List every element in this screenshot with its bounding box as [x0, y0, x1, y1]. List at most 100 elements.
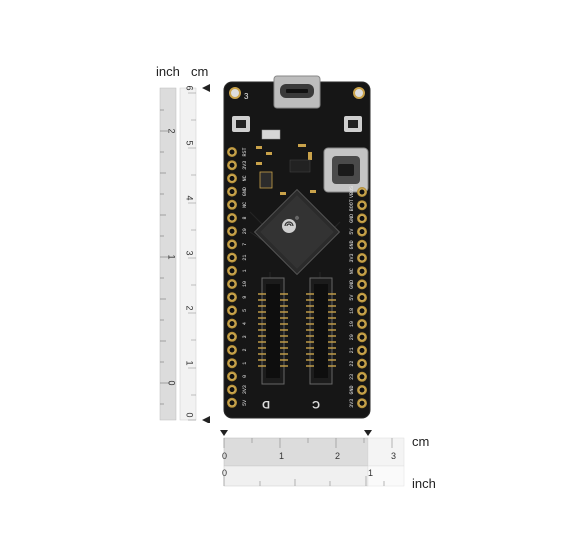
- header-pin-label: 23: [349, 374, 355, 380]
- header-pin-label: 19: [349, 321, 355, 327]
- header-pin-pad: [227, 239, 237, 250]
- header-pin-pad: [357, 213, 367, 224]
- header-pin-label: 3V3: [242, 161, 248, 170]
- vertical-ruler-graphic: [159, 84, 210, 424]
- header-pin-pad: [357, 266, 367, 277]
- header-pin-label: RST: [242, 147, 248, 156]
- header-pin-label: 4: [242, 322, 248, 325]
- header-pin-label: 21: [349, 347, 355, 353]
- header-pin-pad: [357, 358, 367, 369]
- header-pin-pad: [357, 345, 367, 356]
- header-pin-label: 3: [242, 335, 248, 338]
- vertical-cm-tick-3: 3: [184, 250, 195, 256]
- header-pin-label: 9: [242, 296, 248, 299]
- header-pin-pad: [227, 331, 237, 342]
- header-pin-pad: [357, 385, 367, 395]
- header-pin-pad: [357, 253, 367, 263]
- header-pin-label: 5V: [349, 295, 355, 301]
- horizontal-ruler-cm-label: cm: [412, 434, 430, 449]
- header-pin-pad: [227, 226, 237, 237]
- horizontal-ruler-inch-label: inch: [412, 476, 436, 491]
- header-pin-label: 3V3: [349, 253, 355, 262]
- header-pin-label: BOOT: [349, 199, 355, 211]
- header-pin-label: NC: [349, 268, 355, 274]
- vertical-cm-tick-2: 2: [184, 305, 195, 311]
- header-pin-pad: [227, 186, 237, 197]
- header-pin-pad: [227, 318, 237, 329]
- header-pin-pad: [227, 147, 237, 157]
- header-pin-label: 21: [242, 255, 248, 261]
- header-pin-label: 5V: [242, 400, 248, 406]
- horizontal-inch-tick-1: 1: [368, 468, 374, 478]
- header-pin-label: 5: [242, 309, 248, 312]
- right-header-pins: VBUSBOOTGND5VGND3V3NCGND5V181920212223GN…: [349, 186, 367, 409]
- header-pin-label: 8: [242, 216, 248, 219]
- horizontal-inch-tick-0: 0: [222, 468, 228, 478]
- header-pin-pad: [227, 279, 237, 289]
- header-pin-label: VBUS: [349, 186, 355, 198]
- vertical-ruler-inch-label: inch: [156, 64, 180, 79]
- header-pin-label: 3V3: [349, 399, 355, 408]
- header-pin-label: 22: [349, 361, 355, 367]
- header-pin-label: 1: [242, 362, 248, 365]
- header-pin-pad: [227, 371, 237, 382]
- connector-c-label: C: [312, 398, 320, 410]
- header-pin-label: 7: [242, 243, 248, 246]
- header-pin-label: 10: [242, 281, 248, 287]
- header-pin-pad: [227, 345, 237, 355]
- header-pin-pad: [357, 332, 367, 343]
- vertical-cm-tick-4: 4: [184, 195, 195, 201]
- header-pin-label: 20: [242, 228, 248, 234]
- header-pin-pad: [227, 199, 237, 210]
- header-pin-label: GND: [349, 240, 355, 249]
- header-pin-label: 0: [242, 375, 248, 378]
- header-pin-label: GND: [242, 187, 248, 196]
- header-pin-pad: [357, 371, 367, 382]
- header-pin-pad: [357, 187, 367, 197]
- horizontal-cm-tick-2: 2: [335, 451, 341, 461]
- header-pin-label: NC: [242, 202, 248, 208]
- header-pin-label: 1: [242, 269, 248, 272]
- header-pin-pad: [357, 239, 367, 250]
- vertical-inch-tick-2: 2: [166, 128, 177, 134]
- horizontal-ruler-graphic: [220, 430, 405, 487]
- header-pin-pad: [227, 213, 237, 223]
- header-pin-pad: [227, 292, 237, 303]
- vertical-cm-tick-0: 0: [184, 412, 195, 418]
- horizontal-cm-tick-1: 1: [279, 451, 285, 461]
- header-pin-label: GND: [349, 214, 355, 223]
- header-pin-pad: [357, 200, 367, 211]
- espressif-logo-icon: [282, 219, 296, 233]
- header-pin-pad: [227, 173, 237, 184]
- header-pin-pad: [357, 398, 367, 409]
- horizontal-ruler: [218, 428, 408, 490]
- header-pin-pad: [227, 160, 237, 171]
- connector-d-label: D: [262, 398, 270, 410]
- vertical-inch-tick-0: 0: [166, 380, 177, 386]
- button-label-3: 3: [244, 92, 249, 101]
- horizontal-cm-tick-0: 0: [222, 451, 228, 461]
- vertical-cm-tick-5: 5: [184, 140, 195, 146]
- vertical-cm-tick-1: 1: [184, 360, 195, 366]
- header-pin-pad: [357, 292, 367, 303]
- header-pin-label: 5V: [349, 229, 355, 235]
- header-pin-label: GND: [349, 385, 355, 394]
- vertical-cm-tick-6: 6: [184, 85, 195, 91]
- vertical-inch-tick-1: 1: [166, 254, 177, 260]
- header-pin-pad: [357, 279, 367, 290]
- header-pin-label: GND: [349, 280, 355, 289]
- header-pin-label: 20: [349, 334, 355, 340]
- header-pin-pad: [357, 319, 367, 329]
- header-pin-label: 18: [349, 308, 355, 314]
- header-pin-pad: [227, 384, 237, 395]
- vertical-ruler: [158, 83, 210, 424]
- header-pin-pad: [227, 358, 237, 369]
- header-pin-pad: [357, 305, 367, 316]
- header-pin-label: 2: [242, 348, 248, 351]
- horizontal-cm-tick-3: 3: [391, 451, 397, 461]
- header-pin-pad: [227, 397, 237, 408]
- header-pin-pad: [227, 252, 237, 263]
